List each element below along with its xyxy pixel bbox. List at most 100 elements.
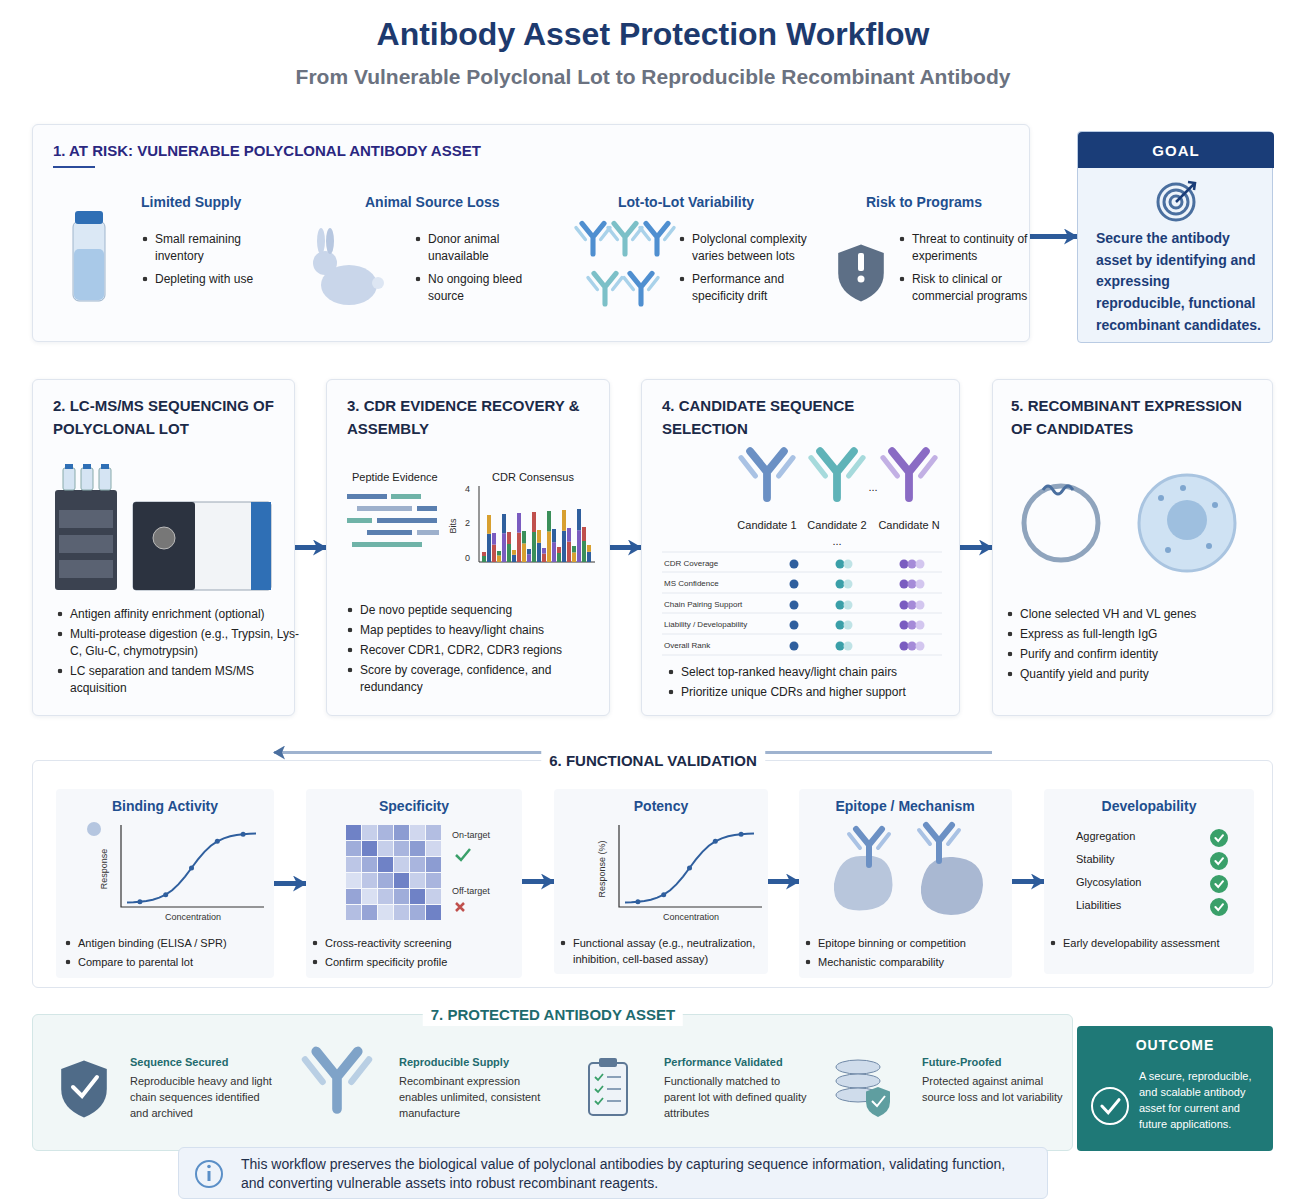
list-line	[607, 1076, 621, 1078]
score-dot	[908, 580, 917, 589]
score-dot	[900, 560, 909, 569]
node-text: Performance Validated	[664, 1055, 814, 1070]
peptide-bar	[391, 494, 421, 499]
light-chain	[741, 458, 793, 476]
logo-letter	[552, 542, 556, 562]
data-point	[163, 892, 168, 897]
node-text: 4	[465, 483, 477, 496]
heatmap-cell	[346, 905, 361, 920]
logo-letter	[542, 554, 546, 562]
logo-letter	[557, 553, 561, 562]
heatmap-cell	[410, 889, 425, 904]
heatmap-cell	[394, 841, 409, 856]
logo-letter	[502, 514, 506, 533]
data-point	[661, 892, 666, 897]
node-text: ...	[832, 534, 841, 549]
heatmap-cell	[346, 825, 361, 840]
chart-axes	[121, 825, 264, 907]
node-text: Candidate 2	[807, 518, 866, 533]
node-heading: GOAL	[1078, 140, 1274, 161]
logo-letter	[512, 555, 516, 562]
heatmap-cell	[394, 857, 409, 872]
logo-letter	[562, 531, 566, 562]
score-dot	[916, 642, 925, 651]
diagram-title: Antibody Asset Protection Workflow	[0, 12, 1306, 57]
node-text: Multi-protease digestion (e.g., Trypsin,…	[56, 626, 302, 660]
node-heading: 2. LC-MS/MS SEQUENCING OF POLYCLONAL LOT	[53, 394, 278, 441]
data-point	[739, 832, 744, 837]
vesicle	[1180, 485, 1186, 491]
heatmap-cell	[394, 825, 409, 840]
node-text: Concentration	[663, 911, 719, 924]
solvent-bottle	[81, 468, 93, 490]
logo-letter	[527, 554, 531, 562]
check-circle	[1211, 853, 1227, 869]
logo-letter	[517, 533, 521, 562]
node-text: Score by coverage, confidence, and redun…	[346, 662, 615, 696]
flow-arrow	[1012, 879, 1044, 884]
rabbit-ear	[317, 228, 325, 254]
data-point	[241, 832, 246, 837]
logo-letter	[532, 532, 536, 562]
heatmap-cell	[378, 857, 393, 872]
heatmap-cell	[426, 857, 441, 872]
score-dot	[836, 621, 845, 630]
node-text: Prioritize unique CDRs and higher suppor…	[667, 684, 966, 701]
node-text: Peptide Evidence	[352, 470, 472, 485]
peptide-bar	[367, 530, 412, 535]
node-text: Antigen affinity enrichment (optional)	[56, 606, 302, 623]
antigen-icon	[87, 822, 101, 836]
antibody-icon	[741, 451, 793, 498]
database-disk	[836, 1060, 880, 1074]
heatmap-cell	[394, 873, 409, 888]
heatmap-cell	[378, 841, 393, 856]
check-mark	[1215, 858, 1223, 864]
logo-letter	[507, 544, 511, 562]
list-line	[607, 1088, 621, 1090]
score-dot	[900, 642, 909, 651]
node-text: Overall Rank	[664, 640, 782, 651]
heatmap-cell	[410, 825, 425, 840]
score-dot	[844, 580, 853, 589]
node-heading: OUTCOME	[1136, 1036, 1215, 1056]
antibody-icon	[608, 223, 642, 254]
lc-module	[59, 510, 113, 528]
score-dot	[916, 601, 925, 610]
logo-letter	[482, 556, 486, 562]
check-mark	[595, 1086, 603, 1092]
peptide-bar	[347, 494, 387, 499]
light-chain	[640, 228, 674, 240]
check-circle	[1092, 1088, 1128, 1124]
flow-arrow	[768, 879, 799, 884]
node-text: Recover CDR1, CDR2, CDR3 regions	[346, 642, 615, 659]
node-text: Performance and specificity drift	[678, 271, 832, 305]
score-dot	[790, 580, 799, 589]
logo-letter	[492, 545, 496, 562]
flow-arrow	[1030, 234, 1077, 239]
score-dot	[790, 642, 799, 651]
heatmap-cell	[378, 825, 393, 840]
check-circle	[1211, 876, 1227, 892]
flow-arrow	[522, 879, 554, 884]
node-text: Protected against animal source loss and…	[922, 1073, 1067, 1105]
antibody-icon	[640, 223, 674, 254]
ion-source	[153, 527, 175, 549]
node-text: 0	[465, 552, 477, 565]
node-text: Express as full-length IgG	[1006, 626, 1280, 643]
score-dot	[916, 560, 925, 569]
score-dot	[790, 601, 799, 610]
node-text: Risk to Programs	[866, 193, 1026, 213]
logo-letter	[492, 533, 496, 545]
score-dot	[836, 560, 845, 569]
rabbit-head	[313, 251, 337, 275]
node-heading: Developability	[1102, 797, 1197, 817]
logo-letter	[557, 547, 561, 553]
logo-letter	[572, 552, 576, 562]
heatmap-cell	[378, 889, 393, 904]
step-panel: 5. RECOMBINANT EXPRESSION OF CANDIDATESC…	[992, 379, 1273, 716]
heatmap-cell	[346, 873, 361, 888]
peptide-bar	[377, 518, 437, 523]
check-mark	[595, 1098, 603, 1104]
node-text: 2	[465, 517, 477, 530]
goal-header	[1078, 132, 1274, 168]
